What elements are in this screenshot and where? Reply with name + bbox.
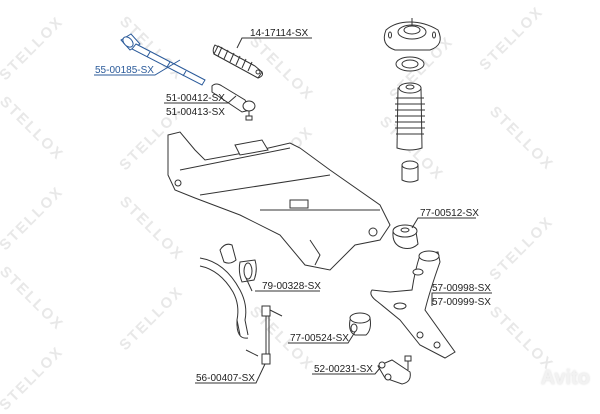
control-arm-part[interactable] — [370, 250, 456, 359]
part-label-control-arm-2[interactable]: 57-00999-SX — [432, 297, 491, 308]
part-label-tie-rod-end-2[interactable]: 51-00413-SX — [166, 107, 225, 118]
steering-boot-part[interactable] — [212, 44, 263, 79]
stabilizer-bar-part[interactable] — [199, 257, 249, 339]
part-label-control-arm-1[interactable]: 57-00998-SX — [432, 283, 491, 294]
strut-mount-part[interactable] — [383, 18, 441, 51]
leader-lines — [94, 37, 492, 384]
strut-bearing-part[interactable] — [395, 56, 425, 72]
ball-joint-part[interactable] — [377, 355, 412, 385]
tie-rod-end-part[interactable] — [211, 83, 256, 121]
dust-boot-part[interactable] — [395, 82, 425, 151]
part-label-tie-rod[interactable]: 55-00185-SX — [95, 65, 154, 76]
part-label-control-arm-bushing[interactable]: 77-00524-SX — [290, 333, 349, 344]
subframe-part[interactable] — [167, 131, 391, 271]
part-label-steering-boot[interactable]: 14-17114-SX — [250, 28, 309, 39]
part-label-subframe-bushing[interactable]: 77-00512-SX — [420, 208, 479, 219]
part-label-tie-rod-end-1[interactable]: 51-00412-SX — [166, 93, 225, 104]
parts-diagram — [94, 18, 492, 385]
part-label-stabilizer-bushing[interactable]: 79-00328-SX — [262, 281, 321, 292]
part-label-ball-joint[interactable]: 52-00231-SX — [314, 364, 373, 375]
tie-rod-part[interactable] — [120, 33, 206, 86]
subframe-bushing-part[interactable] — [392, 224, 419, 249]
stabilizer-link-part[interactable] — [245, 305, 283, 365]
avito-watermark: Avito — [540, 367, 590, 389]
stabilizer-bushing-part[interactable] — [219, 243, 257, 283]
control-arm-bushing-part[interactable] — [349, 312, 371, 336]
part-label-stabilizer-link[interactable]: 56-00407-SX — [196, 373, 255, 384]
bump-stop-part[interactable] — [401, 160, 419, 183]
